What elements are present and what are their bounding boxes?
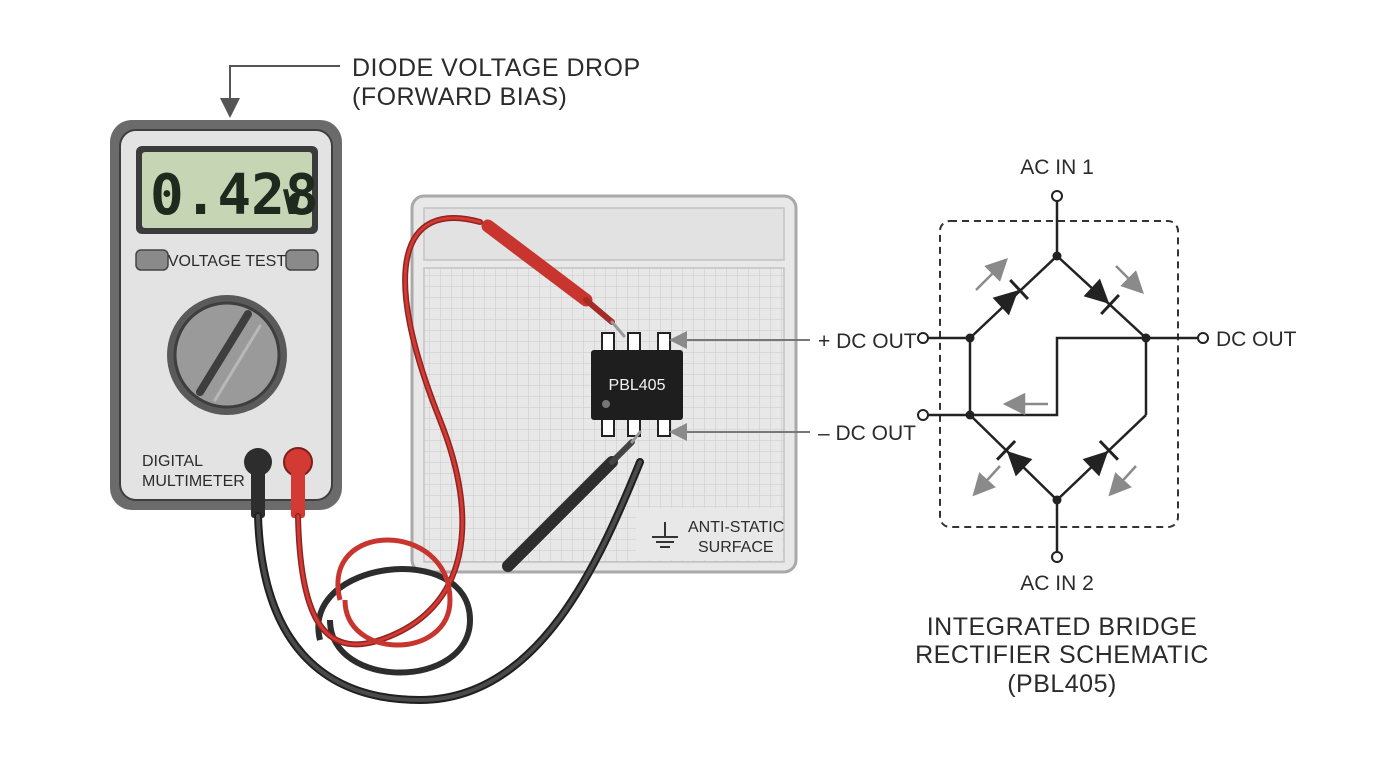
rotary-dial[interactable] — [167, 295, 287, 415]
schematic-title-line-3: (PBL405) — [1007, 670, 1117, 698]
meter-left-button[interactable] — [135, 249, 169, 271]
com-jack[interactable] — [244, 448, 272, 476]
digital-multimeter: 0.428 V VOLTAGE TEST DIGITAL MULTIMETER — [110, 120, 342, 510]
pin-one-dot — [602, 400, 610, 408]
lcd-screen — [142, 152, 312, 228]
mat-label-line-2: SURFACE — [698, 539, 774, 556]
callout-line-2: (FORWARD BIAS) — [352, 83, 567, 111]
meter-name-line-2: MULTIMETER — [142, 473, 245, 490]
diode-lower-right — [1082, 439, 1120, 477]
schematic-title-line-1: INTEGRATED BRIDGE — [927, 613, 1198, 641]
current-flow-arrows — [972, 258, 1144, 497]
bridge-schematic: AC IN 1 AC IN 2 DC OUT INTEGRATED BRIDGE… — [915, 156, 1297, 698]
dc-minus-terminal — [917, 409, 929, 421]
ground-icon — [652, 522, 678, 548]
meter-name-line-1: DIGITAL — [142, 453, 203, 470]
diode-lower-left — [995, 439, 1033, 477]
schematic-title-line-2: RECTIFIER SCHEMATIC — [915, 641, 1209, 669]
pin-labels: + DC OUT – DC OUT — [669, 330, 917, 445]
ac-in-1-label: AC IN 1 — [1020, 156, 1094, 179]
ac-in-2-label: AC IN 2 — [1020, 572, 1094, 595]
ac-in-2-terminal — [1051, 551, 1063, 563]
meter-callout: DIODE VOLTAGE DROP (FORWARD BIAS) — [220, 54, 641, 118]
dc-right-terminal — [1197, 332, 1209, 344]
mat-label-line-1: ANTI-STATIC — [688, 519, 784, 536]
chip-body — [591, 350, 683, 420]
callout-arrow — [220, 65, 340, 118]
dc-out-right-label: DC OUT — [1216, 328, 1297, 351]
dc-plus-terminal — [917, 332, 929, 344]
pin-label-negative: – DC OUT — [818, 422, 916, 445]
lcd-reading: 0.428 — [150, 163, 319, 228]
pin-label-positive: + DC OUT — [818, 330, 917, 353]
diode-upper-left — [992, 278, 1030, 316]
lcd-unit: V — [282, 183, 302, 223]
red-probe — [291, 215, 626, 648]
ac-in-1-terminal — [1051, 190, 1063, 202]
callout-line-1: DIODE VOLTAGE DROP — [352, 54, 641, 82]
black-probe — [251, 430, 644, 705]
mode-label: VOLTAGE TEST — [168, 253, 286, 270]
mat-label-bg — [636, 508, 782, 560]
pbl405-chip: PBL405 — [591, 332, 683, 437]
package-outline — [939, 220, 1179, 528]
diode-upper-right — [1083, 278, 1121, 316]
chip-part-number: PBL405 — [609, 377, 666, 394]
meter-right-button[interactable] — [285, 249, 319, 271]
